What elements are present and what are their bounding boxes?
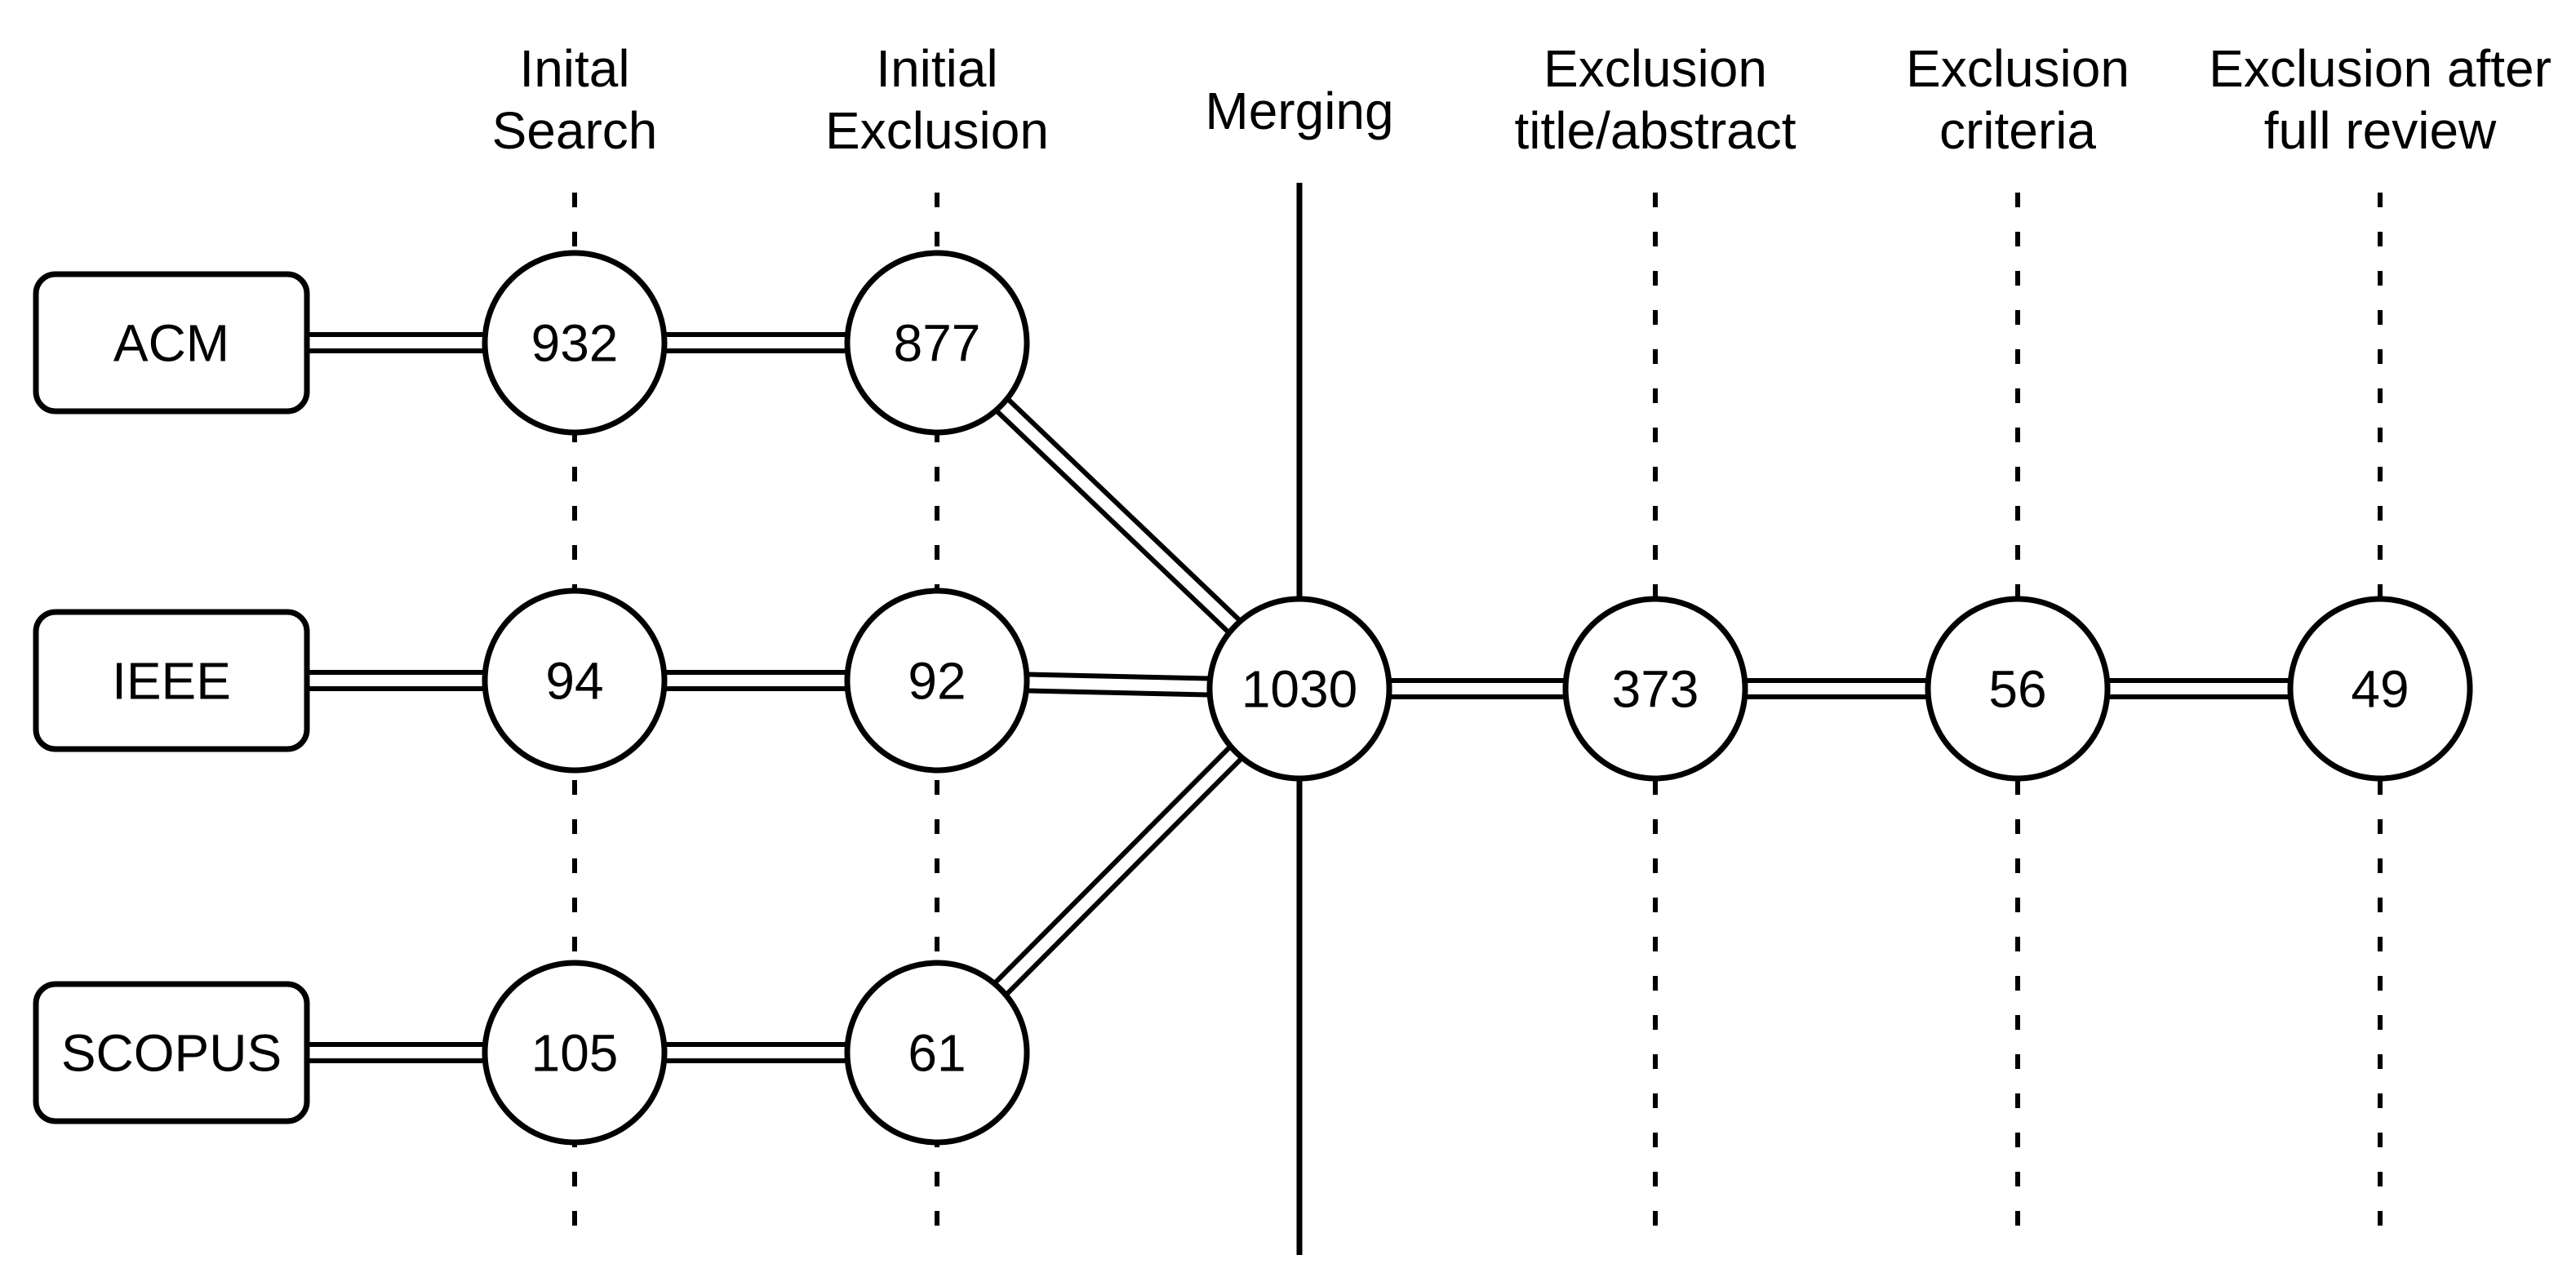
node-merged-exclusion-after-full-review-count: 49 xyxy=(2351,659,2409,718)
node-ieee-initial-exclusion-count: 92 xyxy=(908,651,966,710)
node-merged-exclusion-criteria-circle xyxy=(1925,596,2111,782)
stage-header-initial-exclusion-line-1: Exclusion xyxy=(825,101,1049,160)
source-label-ieee: IEEE xyxy=(112,651,231,710)
stage-header-exclusion-title-abstract-line-1: title/abstract xyxy=(1514,101,1796,160)
node-merged-exclusion-title-abstract-circle xyxy=(1562,596,1748,782)
stage-header-exclusion-after-full-review-line-0: Exclusion after xyxy=(2209,39,2552,98)
stage-header-inital-search-line-0: Inital xyxy=(519,39,629,98)
node-merged-exclusion-criteria-count: 56 xyxy=(1988,659,2046,718)
node-ieee-initial-exclusion-circle xyxy=(844,588,1030,774)
node-ieee-inital-search-count: 94 xyxy=(545,651,603,710)
node-scopus-initial-exclusion-circle xyxy=(844,960,1030,1146)
node-scopus-initial-exclusion-count: 61 xyxy=(908,1023,966,1082)
node-merged-merging-circle xyxy=(1206,596,1392,782)
node-merged-exclusion-after-full-review-circle xyxy=(2287,596,2473,782)
stage-header-exclusion-title-abstract-line-0: Exclusion xyxy=(1543,39,1767,98)
stage-header-exclusion-criteria-line-1: criteria xyxy=(1939,101,2096,160)
source-box-acm xyxy=(33,271,310,415)
node-merged-merging-count: 1030 xyxy=(1241,659,1357,718)
node-ieee-inital-search-circle xyxy=(482,588,668,774)
node-scopus-inital-search-circle xyxy=(482,960,668,1146)
node-acm-initial-exclusion-count: 877 xyxy=(894,313,981,372)
node-merged-exclusion-title-abstract-count: 373 xyxy=(1612,659,1699,718)
source-box-scopus xyxy=(33,981,310,1124)
stage-header-initial-exclusion-line-0: Initial xyxy=(876,39,997,98)
node-acm-initial-exclusion-circle xyxy=(844,250,1030,436)
stage-header-exclusion-after-full-review-line-1: full review xyxy=(2264,101,2497,160)
node-scopus-inital-search-count: 105 xyxy=(531,1023,619,1082)
node-acm-inital-search-circle xyxy=(482,250,668,436)
source-label-acm: ACM xyxy=(113,313,229,372)
stage-header-inital-search-line-1: Search xyxy=(492,101,658,160)
node-acm-inital-search-count: 932 xyxy=(531,313,619,372)
stage-header-merging-line-0: Merging xyxy=(1205,82,1393,140)
source-box-ieee xyxy=(33,609,310,752)
source-label-scopus: SCOPUS xyxy=(61,1023,282,1082)
stage-header-exclusion-criteria-line-0: Exclusion xyxy=(1906,39,2130,98)
